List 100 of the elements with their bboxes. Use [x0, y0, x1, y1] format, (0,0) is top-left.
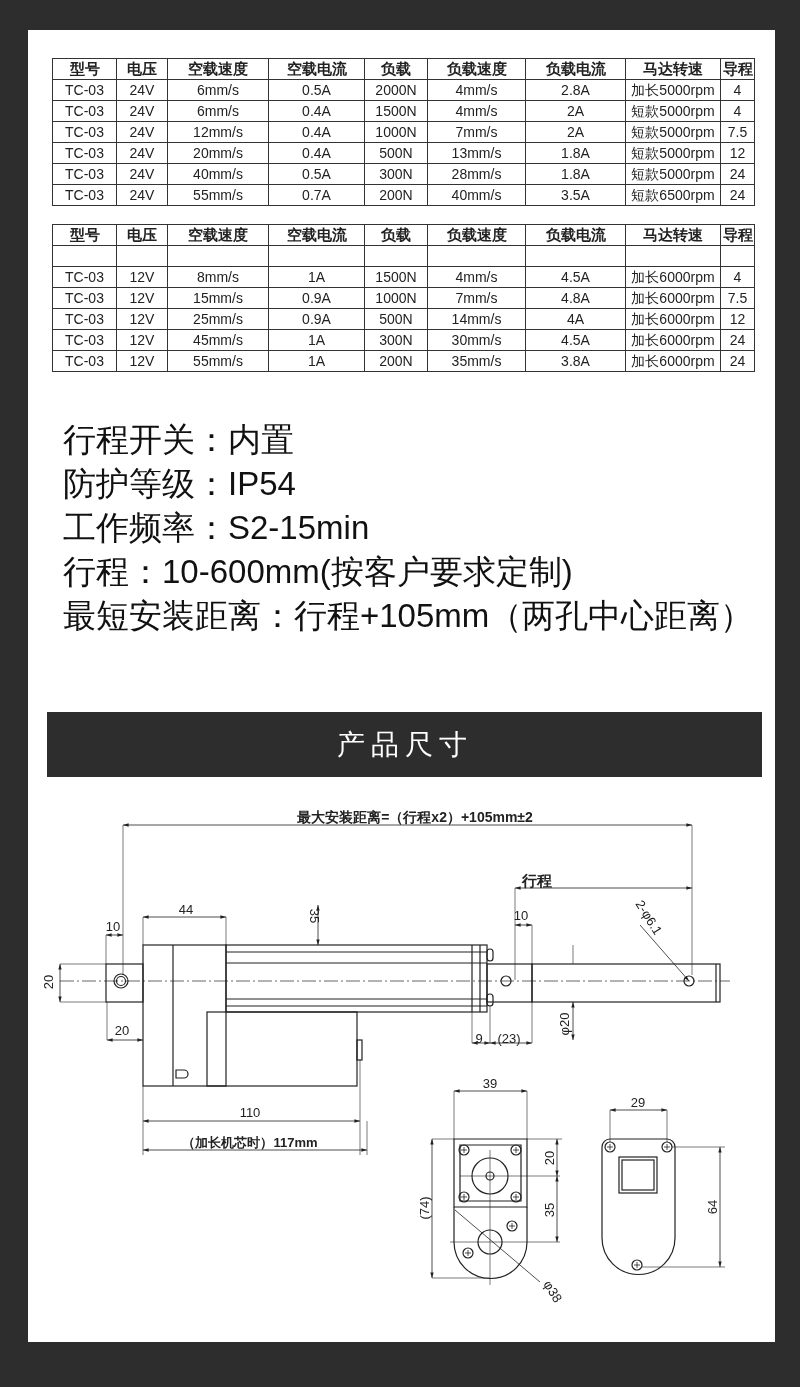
header-cell: 负载 — [364, 58, 428, 80]
table-cell: 0.4A — [268, 142, 365, 164]
table-cell: 12 — [720, 308, 755, 330]
header-cell: 负载速度 — [427, 58, 526, 80]
table-cell: 4.8A — [525, 287, 626, 309]
table-cell: 1.8A — [525, 163, 626, 185]
table-cell: 4A — [525, 308, 626, 330]
dimension-label: 35 — [306, 908, 322, 924]
table-cell: 7.5 — [720, 287, 755, 309]
table-cell: 14mm/s — [427, 308, 526, 330]
table-cell: TC-03 — [52, 100, 117, 122]
table-cell: 40mm/s — [427, 184, 526, 206]
table-cell: 1.8A — [525, 142, 626, 164]
table-cell: 24V — [116, 184, 168, 206]
table-cell: 短款5000rpm — [625, 121, 721, 143]
table-cell: 0.5A — [268, 163, 365, 185]
table-cell: 1000N — [364, 287, 428, 309]
table-cell: 24V — [116, 142, 168, 164]
spec-line: 工作频率：S2-15min — [63, 508, 370, 548]
header-cell: 空载电流 — [268, 58, 365, 80]
dimension-label: 20 — [41, 974, 57, 990]
table-cell: 24 — [720, 329, 755, 351]
table-cell: 7mm/s — [427, 287, 526, 309]
dimension-label: φ38 — [540, 1277, 566, 1306]
table-cell: 200N — [364, 184, 428, 206]
header-cell: 负载电流 — [525, 58, 626, 80]
table-cell: 4 — [720, 100, 755, 122]
table-cell: 短款5000rpm — [625, 163, 721, 185]
table-cell: 1500N — [364, 266, 428, 288]
table-cell: 12V — [116, 266, 168, 288]
table-cell: 0.7A — [268, 184, 365, 206]
dimension-label: 20 — [114, 1023, 130, 1039]
table-cell: 500N — [364, 142, 428, 164]
table-cell: 300N — [364, 329, 428, 351]
table-cell: TC-03 — [52, 163, 117, 185]
table-cell: 12V — [116, 329, 168, 351]
table-cell: TC-03 — [52, 287, 117, 309]
spec-line: 最短安装距离：行程+105mm（两孔中心距离） — [63, 596, 754, 636]
table-cell: 12V — [116, 350, 168, 372]
table-cell: 加长6000rpm — [625, 350, 721, 372]
table-cell: TC-03 — [52, 329, 117, 351]
table-cell: 加长5000rpm — [625, 79, 721, 101]
table-cell: 500N — [364, 308, 428, 330]
dimension-label: 110 — [239, 1105, 261, 1121]
table-cell: 15mm/s — [167, 287, 269, 309]
header-cell: 型号 — [52, 58, 117, 80]
table-cell: TC-03 — [52, 121, 117, 143]
header-cell: 电压 — [116, 224, 168, 246]
table-cell: 24 — [720, 350, 755, 372]
table-cell: 4 — [720, 79, 755, 101]
header-cell: 空载电流 — [268, 224, 365, 246]
dimension-label: 35 — [542, 1202, 558, 1218]
table-cell: 200N — [364, 350, 428, 372]
dimension-label: 44 — [178, 902, 194, 918]
table-cell: 28mm/s — [427, 163, 526, 185]
dimension-label: 10 — [513, 908, 529, 924]
table-cell: 加长6000rpm — [625, 287, 721, 309]
table-cell: TC-03 — [52, 184, 117, 206]
table-cell: 24 — [720, 163, 755, 185]
table-cell: 6mm/s — [167, 100, 269, 122]
section-heading: 产品尺寸 — [47, 712, 762, 777]
table-cell: 55mm/s — [167, 350, 269, 372]
table-cell: 短款6500rpm — [625, 184, 721, 206]
table-cell: 1A — [268, 350, 365, 372]
header-cell: 导程 — [720, 58, 755, 80]
dimension-label: 9 — [475, 1031, 483, 1047]
dimension-label: 29 — [630, 1095, 646, 1111]
table-cell: 0.4A — [268, 100, 365, 122]
table-cell: 45mm/s — [167, 329, 269, 351]
header-cell: 电压 — [116, 58, 168, 80]
table-cell: 6mm/s — [167, 79, 269, 101]
table-cell: 24V — [116, 100, 168, 122]
table-cell: TC-03 — [52, 308, 117, 330]
table-cell: 12mm/s — [167, 121, 269, 143]
table-cell: 35mm/s — [427, 350, 526, 372]
table-cell: TC-03 — [52, 350, 117, 372]
dimension-label: (23) — [497, 1031, 521, 1047]
table-cell: 7.5 — [720, 121, 755, 143]
table-cell: 25mm/s — [167, 308, 269, 330]
table-cell: 24V — [116, 79, 168, 101]
header-cell: 马达转速 — [625, 58, 721, 80]
table-cell: 13mm/s — [427, 142, 526, 164]
dimension-label: 最大安装距离=（行程x2）+105mm±2 — [297, 808, 533, 825]
table-cell: 300N — [364, 163, 428, 185]
table-cell: 8mm/s — [167, 266, 269, 288]
table-cell: 4.5A — [525, 329, 626, 351]
table-cell: TC-03 — [52, 79, 117, 101]
table-cell: 4.5A — [525, 266, 626, 288]
table-cell: 0.9A — [268, 287, 365, 309]
table-cell: 12V — [116, 287, 168, 309]
table-cell: 加长6000rpm — [625, 329, 721, 351]
header-cell: 负载 — [364, 224, 428, 246]
dimension-label: 39 — [482, 1076, 498, 1092]
table-cell: 2000N — [364, 79, 428, 101]
header-cell: 型号 — [52, 224, 117, 246]
header-cell: 负载速度 — [427, 224, 526, 246]
table-cell: 24V — [116, 121, 168, 143]
dimension-label: φ20 — [557, 1012, 573, 1036]
table-cell: 55mm/s — [167, 184, 269, 206]
spec-line: 行程开关：内置 — [63, 420, 294, 460]
